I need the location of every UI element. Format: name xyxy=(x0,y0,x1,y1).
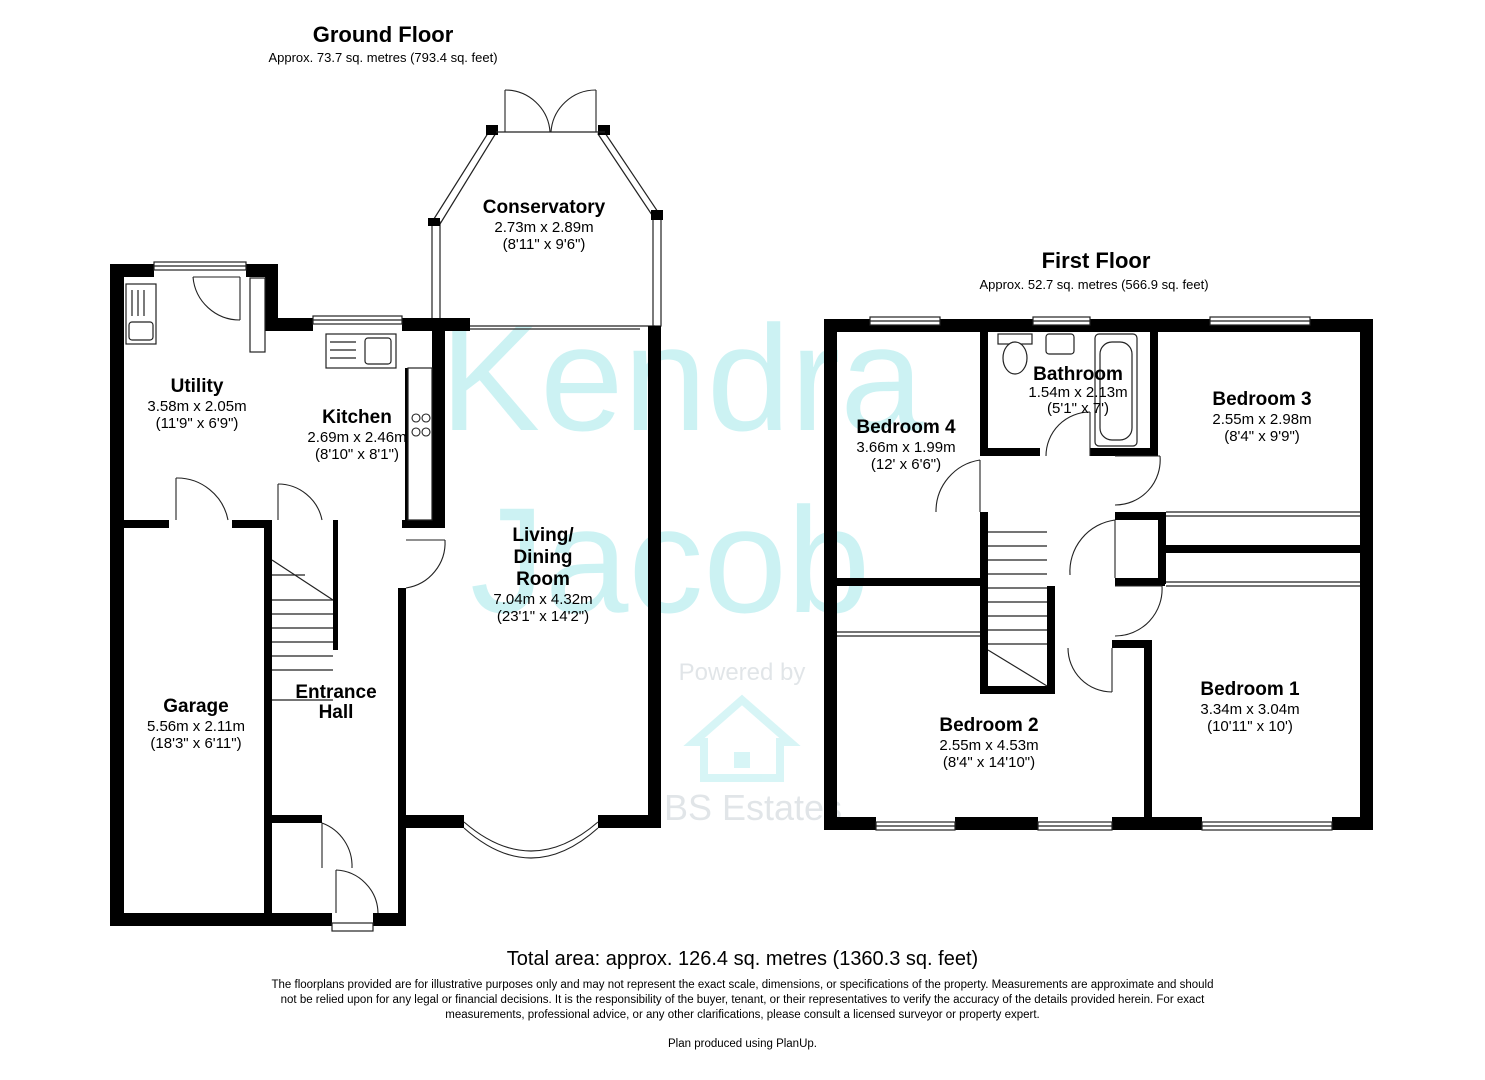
ground-floor-title: Ground Floor xyxy=(313,22,454,47)
watermark-powered: Powered by xyxy=(679,659,806,686)
first-floor-title: First Floor xyxy=(1042,248,1151,273)
ground-floor: Ground Floor Approx. 73.7 sq. metres (79… xyxy=(110,22,663,932)
conservatory-name: Conservatory xyxy=(483,197,606,218)
ground-floor-stairs xyxy=(271,559,334,701)
conservatory-frame xyxy=(428,89,663,330)
floorplan-drawing: Kendra Jacob Powered by IBS Estates Grou… xyxy=(110,22,1373,932)
kitchen-imperial: (8'10" x 8'1") xyxy=(315,446,399,463)
hall-name-line2: Hall xyxy=(319,702,354,723)
utility-imperial: (11'9" x 6'9") xyxy=(156,415,239,432)
bedroom4-imperial: (12' x 6'6") xyxy=(871,456,941,473)
utility-metric: 3.58m x 2.05m xyxy=(147,398,246,415)
watermark-line2: Jacob xyxy=(470,476,870,644)
bedroom3-imperial: (8'4" x 9'9") xyxy=(1224,428,1300,445)
bathroom-imperial: (5'1" x 7') xyxy=(1047,400,1109,417)
footer: Total area: approx. 126.4 sq. metres (13… xyxy=(270,948,1215,1050)
hall-name-line1: Entrance xyxy=(295,682,376,703)
bedroom2-imperial: (8'4" x 14'10") xyxy=(943,754,1035,771)
watermark-agency: IBS Estates xyxy=(654,787,842,828)
house-logo-icon xyxy=(683,694,801,782)
bedroom3-name: Bedroom 3 xyxy=(1212,389,1311,410)
bedroom4-name: Bedroom 4 xyxy=(856,417,956,438)
kitchen-name: Kitchen xyxy=(322,407,392,428)
bedroom2-name: Bedroom 2 xyxy=(939,715,1038,736)
ground-floor-windows xyxy=(153,261,599,932)
plan-produced-note: Plan produced using PlanUp. xyxy=(668,1038,817,1050)
ground-floor-area: Approx. 73.7 sq. metres (793.4 sq. feet) xyxy=(268,50,497,65)
first-floor-windows xyxy=(869,316,1333,831)
conservatory-imperial: (8'11" x 9'6") xyxy=(503,236,586,253)
living-name-line1: Living/ xyxy=(512,525,574,546)
living-imperial: (23'1" x 14'2") xyxy=(497,608,589,625)
living-name-line3: Room xyxy=(516,569,570,590)
garage-name: Garage xyxy=(163,696,228,717)
kitchen-metric: 2.69m x 2.46m xyxy=(307,429,406,446)
utility-name: Utility xyxy=(171,376,224,397)
garage-imperial: (18'3" x 6'11") xyxy=(150,735,241,752)
bedroom3-metric: 2.55m x 2.98m xyxy=(1212,411,1311,428)
ground-floor-doors xyxy=(175,276,446,914)
ground-floor-fixtures xyxy=(125,277,433,521)
first-floor-area: Approx. 52.7 sq. metres (566.9 sq. feet) xyxy=(979,277,1208,292)
disclaimer: The floorplans provided are for illustra… xyxy=(271,979,1214,1021)
garage-metric: 5.56m x 2.11m xyxy=(147,718,245,735)
ground-floor-walls xyxy=(110,264,661,926)
bathroom-name: Bathroom xyxy=(1033,364,1123,385)
bedroom1-imperial: (10'11" x 10') xyxy=(1207,718,1293,735)
first-floor-fixtures xyxy=(997,333,1138,447)
first-floor-doors xyxy=(837,411,1360,693)
total-area: Total area: approx. 126.4 sq. metres (13… xyxy=(506,948,979,970)
bathroom-metric: 1.54m x 2.13m xyxy=(1028,384,1127,401)
bedroom1-name: Bedroom 1 xyxy=(1200,679,1300,700)
first-floor-walls xyxy=(824,319,1373,830)
living-name-line2: Dining xyxy=(513,547,572,568)
bedroom2-metric: 2.55m x 4.53m xyxy=(939,737,1038,754)
first-floor: First Floor Approx. 52.7 sq. metres (566… xyxy=(824,248,1373,831)
bedroom4-metric: 3.66m x 1.99m xyxy=(856,439,955,456)
bedroom1-metric: 3.34m x 3.04m xyxy=(1200,701,1299,718)
first-floor-stairs xyxy=(987,531,1048,687)
living-metric: 7.04m x 4.32m xyxy=(493,591,592,608)
conservatory-metric: 2.73m x 2.89m xyxy=(494,219,593,236)
